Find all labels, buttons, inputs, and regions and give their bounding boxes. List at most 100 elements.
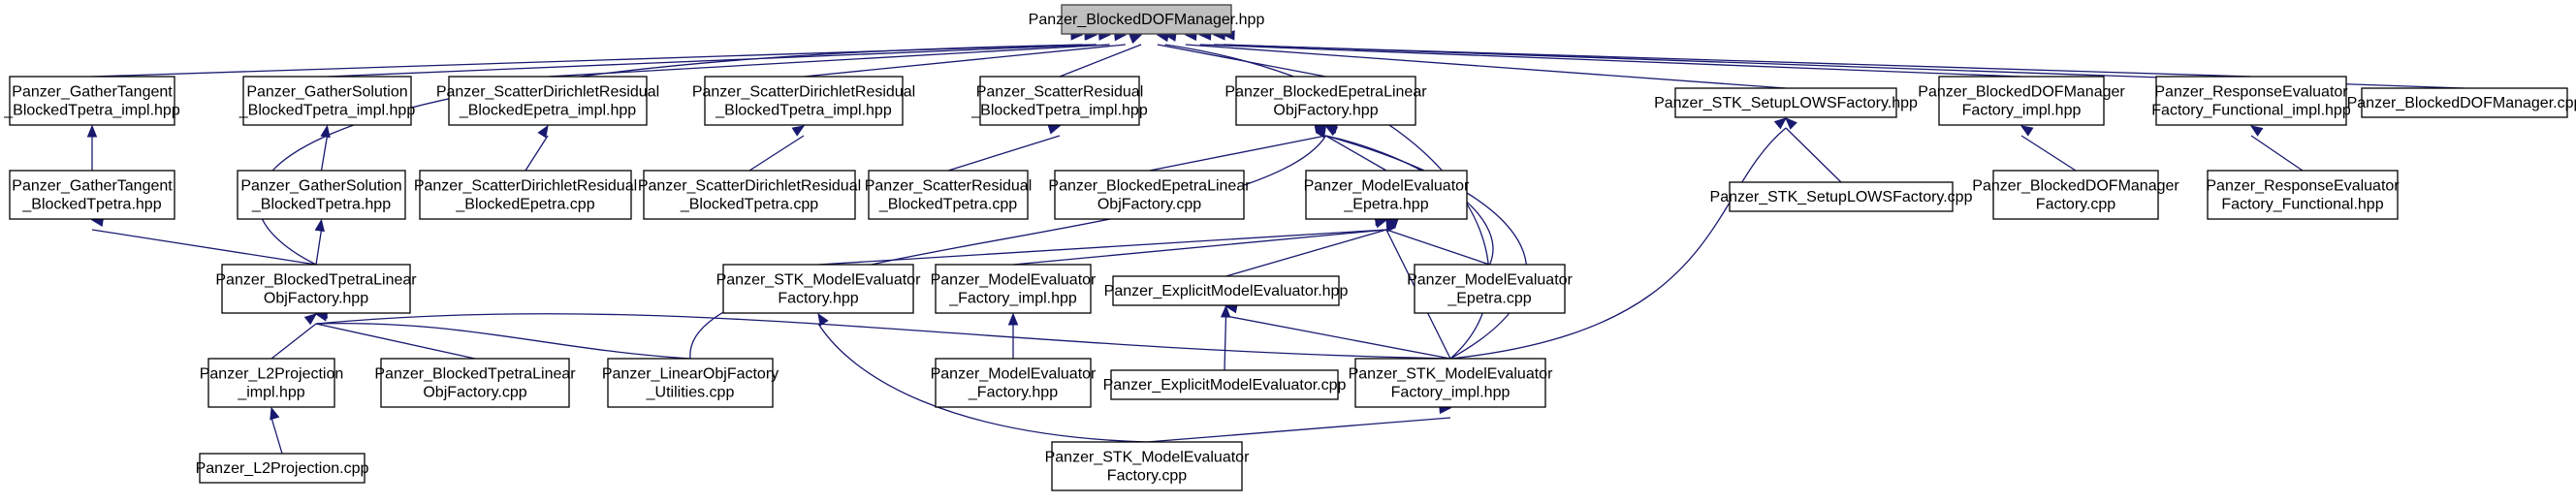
node-me-epetra-hpp[interactable]: Panzer_ModelEvaluator_Epetra.hpp — [1304, 170, 1470, 220]
node-label: Panzer_STK_SetupLOWSFactory.cpp — [1710, 189, 1973, 205]
node-box — [1305, 170, 1468, 220]
node-label: _BlockedTpetra_impl.hpp — [239, 103, 416, 119]
node-label: Panzer_BlockedEpetraLinear — [1048, 178, 1251, 195]
edge-l2p-impl-to-btl-hpp — [270, 313, 318, 360]
node-sdrbt-cpp[interactable]: Panzer_ScatterDirichletResidual_BlockedT… — [638, 170, 861, 220]
edge-slows-cpp-to-slows-hpp — [1785, 117, 1842, 183]
edge-bdofmf-cpp-to-bdofmf-impl — [2019, 125, 2077, 172]
edge-srbt-cpp-to-srbt-impl — [947, 124, 1062, 172]
node-label: Panzer_BlockedEpetraLinear — [1224, 84, 1427, 101]
node-eme-cpp[interactable]: Panzer_ExplicitModelEvaluator.cpp — [1103, 369, 1347, 400]
node-box — [448, 76, 648, 126]
node-box — [9, 76, 175, 126]
node-box — [207, 358, 335, 408]
edge-line — [327, 44, 1097, 78]
edge-lofu-cpp-to-btl-hpp — [314, 308, 691, 360]
node-gtbt-impl[interactable]: Panzer_GatherTangent_BlockedTpetra_impl.… — [3, 76, 180, 126]
node-box — [1674, 87, 1897, 118]
node-box — [242, 76, 412, 126]
node-stkmef-impl[interactable]: Panzer_STK_ModelEvaluatorFactory_impl.hp… — [1349, 358, 1553, 408]
node-sdrbe-impl[interactable]: Panzer_ScatterDirichletResidual_BlockedE… — [436, 76, 659, 126]
node-label: Panzer_GatherSolution — [246, 84, 407, 101]
node-root[interactable]: Panzer_BlockedDOFManager.hpp — [1029, 4, 1265, 35]
node-label: Panzer_BlockedTpetraLinear — [374, 366, 576, 383]
node-label: Panzer_BlockedDOFManager.hpp — [1029, 12, 1265, 28]
node-ref-impl[interactable]: Panzer_ResponseEvaluatorFactory_Function… — [2151, 76, 2351, 126]
node-label: _Epetra.cpp — [1447, 291, 1531, 307]
edge-arrowhead — [1129, 34, 1143, 45]
edge-ref-hpp-to-ref-impl — [2249, 125, 2304, 172]
node-eme-hpp[interactable]: Panzer_ExplicitModelEvaluator.hpp — [1104, 275, 1349, 306]
edge-gtbt-impl-to-root — [91, 30, 1084, 78]
node-gsbt-impl[interactable]: Panzer_GatherSolution _BlockedTpetra_impl… — [239, 76, 416, 126]
node-mef-hpp[interactable]: Panzer_ModelEvaluator_Factory.hpp — [931, 358, 1097, 408]
node-lofu-cpp[interactable]: Panzer_LinearObjFactory_Utilities.cpp — [602, 358, 779, 408]
node-label: _BlockedEpetra.cpp — [455, 197, 594, 213]
edge-line — [1225, 229, 1387, 277]
edge-me-epetra-cpp-to-me-epetra-hpp — [1384, 218, 1490, 266]
node-l2p-cpp[interactable]: Panzer_L2Projection.cpp — [196, 453, 369, 484]
edge-line — [1185, 44, 1787, 89]
node-srbt-impl[interactable]: Panzer_ScatterResidual_BlockedTpetra_imp… — [970, 76, 1148, 126]
edge-line — [320, 135, 329, 172]
node-l2p-impl[interactable]: Panzer_L2Projection_impl.hpp — [200, 358, 344, 408]
node-label: Panzer_GatherTangent — [12, 84, 173, 101]
node-sdrbe-cpp[interactable]: Panzer_ScatterDirichletResidual_BlockedE… — [414, 170, 637, 220]
node-box — [643, 170, 856, 220]
node-label: Factory_impl.hpp — [1962, 103, 2082, 119]
edge-arrowhead — [1773, 117, 1788, 130]
node-label: Panzer_ExplicitModelEvaluator.cpp — [1103, 377, 1347, 394]
edge-line — [817, 229, 1387, 266]
node-label: _Epetra.hpp — [1343, 197, 1428, 213]
node-gsbt-hpp[interactable]: Panzer_GatherSolution_BlockedTpetra.hpp — [237, 170, 406, 220]
node-srbt-cpp[interactable]: Panzer_ScatterResidual_BlockedTpetra.cpp — [865, 170, 1033, 220]
node-box — [419, 170, 632, 220]
edge-btl-hpp-to-root — [257, 29, 1097, 266]
node-label: Panzer_GatherSolution — [240, 178, 401, 195]
node-label: Factory_impl.hpp — [1391, 385, 1511, 401]
node-label: Factory.cpp — [2036, 197, 2116, 213]
edge-l2p-cpp-to-l2p-impl — [270, 406, 283, 455]
node-box — [979, 76, 1140, 126]
edge-line — [1012, 229, 1387, 266]
node-me-epetra-cpp[interactable]: Panzer_ModelEvaluator_Epetra.cpp — [1407, 264, 1574, 314]
node-label: Factory_Functional_impl.hpp — [2151, 103, 2351, 119]
edge-stkmef-cpp-to-stkmef-impl — [1146, 403, 1452, 443]
node-ref-hpp[interactable]: Panzer_ResponseEvaluatorFactory_Function… — [2206, 170, 2400, 220]
node-box — [1938, 76, 2105, 126]
edge-line — [1325, 135, 1528, 360]
node-label: _BlockedTpetra.cpp — [878, 197, 1017, 213]
edge-arrowhead — [1785, 117, 1797, 130]
edge-arrowhead — [2249, 125, 2264, 137]
node-label: Panzer_ScatterDirichletResidual — [638, 178, 861, 195]
edge-mef-hpp-to-mef-impl — [1007, 312, 1019, 359]
node-mef-impl[interactable]: Panzer_ModelEvaluator_Factory_impl.hpp — [931, 264, 1097, 314]
node-bdofm-cpp[interactable]: Panzer_BlockedDOFManager.cpp — [2347, 87, 2576, 118]
node-label: Panzer_ModelEvaluator — [931, 272, 1097, 289]
edge-arrowhead — [1374, 218, 1388, 229]
edge-line — [748, 135, 805, 172]
edge-btl-hpp-to-gsbt-hpp — [314, 218, 325, 266]
node-gtbt-hpp[interactable]: Panzer_GatherTangent_BlockedTpetra.hpp — [9, 170, 175, 220]
edge-layer — [86, 29, 2465, 455]
edge-line — [2250, 135, 2304, 172]
node-label: Panzer_L2Projection.cpp — [196, 460, 369, 477]
edge-arrowhead — [303, 313, 318, 326]
node-box — [1054, 170, 1245, 220]
edge-line — [315, 323, 476, 360]
node-label: _impl.hpp — [237, 385, 304, 401]
node-label: Panzer_ScatterResidual — [976, 84, 1144, 101]
node-slows-cpp[interactable]: Panzer_STK_SetupLOWSFactory.cpp — [1710, 181, 1973, 212]
node-sdrbt-impl[interactable]: Panzer_ScatterDirichletResidual_BlockedT… — [692, 76, 915, 126]
node-box — [607, 358, 774, 408]
node-slows-hpp[interactable]: Panzer_STK_SetupLOWSFactory.hpp — [1654, 87, 1918, 118]
edge-arrowhead — [86, 124, 98, 138]
